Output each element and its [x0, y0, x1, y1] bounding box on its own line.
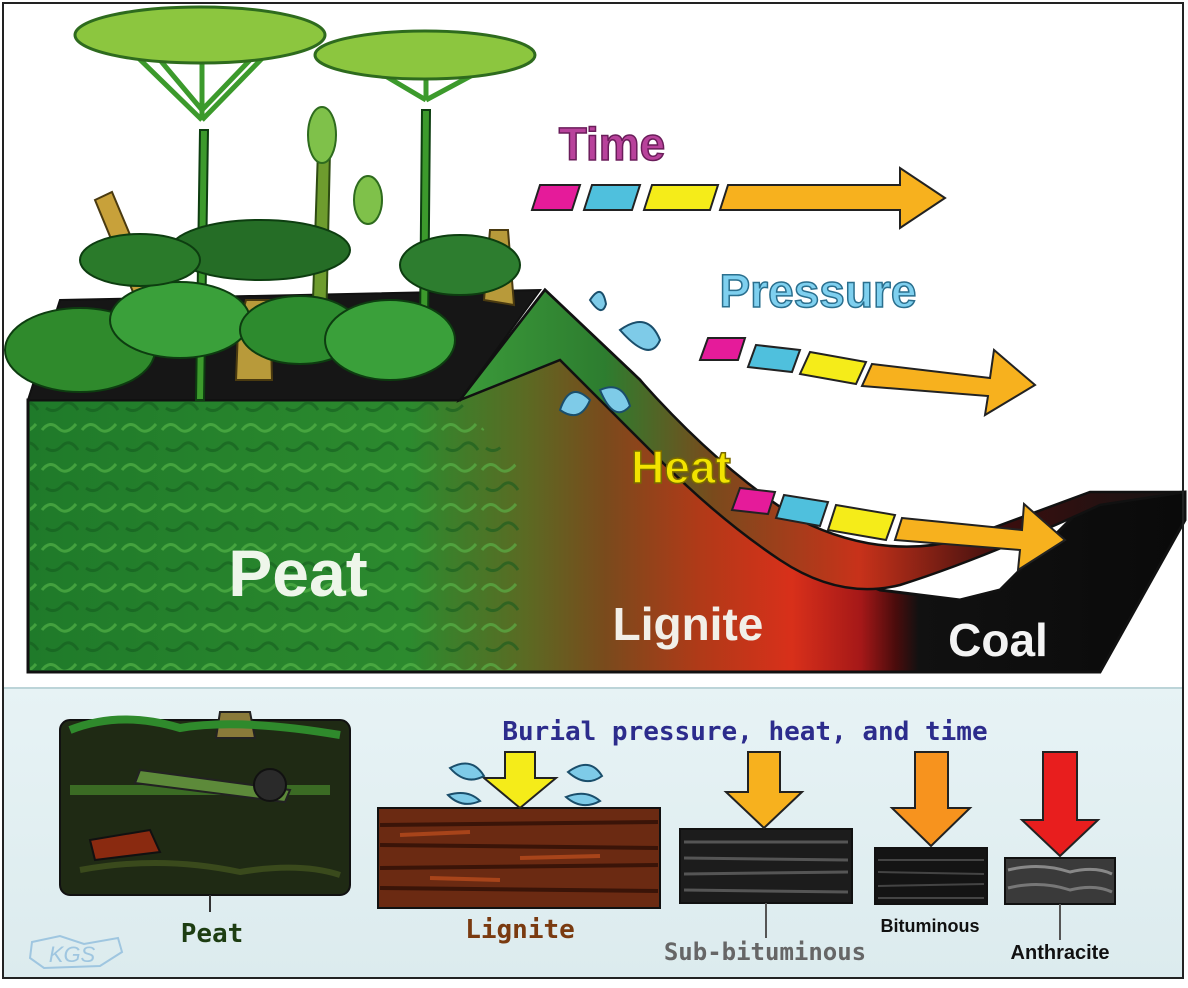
kgs-logo-text: KGS	[49, 942, 96, 967]
upper-coal-label: Coal	[948, 614, 1048, 666]
time-arrow	[530, 166, 947, 230]
lower-sub-bituminous-label: Sub-bituminous	[664, 938, 866, 966]
lower-bituminous-label: Bituminous	[881, 916, 980, 936]
anthracite-sample	[1004, 857, 1116, 905]
upper-peat-label: Peat	[228, 536, 367, 610]
peat-sample	[59, 711, 351, 896]
lower-water-splash-icon	[446, 762, 604, 807]
peat-texture	[30, 402, 520, 670]
pressure-label: Pressure	[720, 265, 917, 317]
bituminous-sample	[874, 847, 988, 905]
lignite-down-arrow-icon	[481, 751, 559, 810]
sub-bituminous-sample	[679, 828, 853, 904]
water-splash-icon	[558, 291, 662, 417]
upper-lignite-label: Lignite	[613, 598, 764, 650]
lignite-sample	[377, 807, 661, 909]
lower-anthracite-label: Anthracite	[1011, 942, 1110, 964]
forest	[4, 5, 537, 401]
pressure-arrow	[698, 337, 1037, 417]
heat-arrow	[730, 486, 1067, 572]
burial-caption: Burial pressure, heat, and time	[502, 717, 987, 747]
anthracite-down-arrow-icon	[1019, 751, 1101, 858]
time-label: Time	[559, 118, 666, 170]
lower-lignite-label: Lignite	[465, 915, 575, 945]
heat-label: Heat	[631, 441, 731, 493]
lower-peat-label: Peat	[181, 919, 244, 949]
bituminous-down-arrow-icon	[889, 751, 973, 848]
sub-bituminous-down-arrow-icon	[723, 751, 805, 830]
kgs-logo: KGS	[28, 934, 124, 970]
